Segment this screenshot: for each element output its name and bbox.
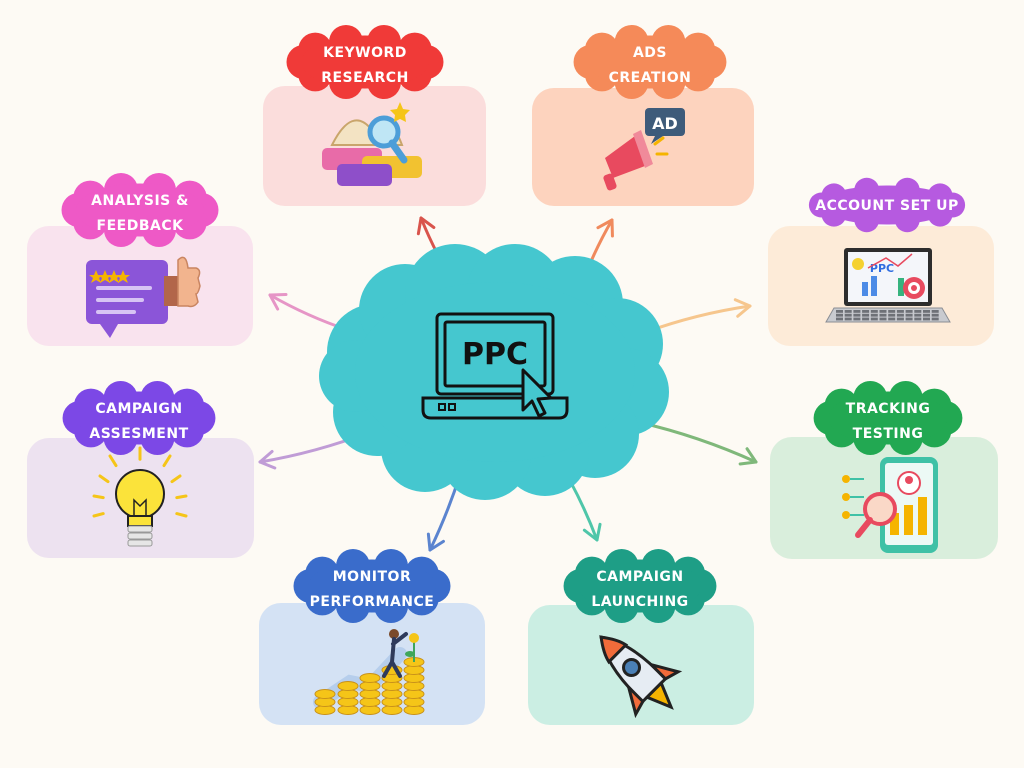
rocket-icon: [599, 635, 683, 719]
account-set-up-arrow: [644, 298, 752, 334]
campaign-assesment-label-line: CAMPAIGN: [95, 401, 182, 417]
analysis-feedback-label-bubble: [61, 172, 219, 248]
analysis-feedback-label-line: ANALYSIS &: [91, 193, 189, 209]
coins-growth-icon: [313, 629, 425, 715]
monitor-performance-label-bubble: [293, 548, 451, 624]
campaign-launching-label-line: LAUNCHING: [591, 594, 688, 610]
book-magnifier-icon: [322, 102, 422, 186]
campaign-assesment-label-bubble: [62, 380, 216, 456]
megaphone-ad-icon: AD: [603, 108, 685, 191]
analysis-feedback-label-line: FEEDBACK: [97, 218, 185, 234]
campaign-launching-label-line: CAMPAIGN: [596, 569, 683, 585]
tracking-testing-label-line: TRACKING: [846, 401, 931, 417]
review-thumbs-up-icon: [86, 256, 201, 338]
ads-creation-label-line: CREATION: [609, 70, 692, 86]
account-set-up-label-bubble: [808, 177, 966, 233]
tracking-testing-label-bubble: [813, 380, 963, 456]
keyword-research-label-line: RESEARCH: [321, 70, 409, 86]
campaign-launching-label-bubble: [563, 548, 717, 624]
laptop-ppc-text: PPC: [870, 262, 894, 275]
monitor-performance-label-line: PERFORMANCE: [310, 594, 435, 610]
phone-analytics-icon: [842, 457, 938, 553]
ads-creation-label-line: ADS: [633, 45, 667, 61]
keyword-research-label-bubble: [286, 24, 444, 100]
account-set-up-label-line: ACCOUNT SET UP: [815, 198, 959, 214]
center-ppc-cloud: [319, 244, 669, 500]
tracking-testing-label-line: TESTING: [853, 426, 924, 442]
monitor-performance-label-line: MONITOR: [333, 569, 412, 585]
laptop-cursor-icon: PPC: [421, 312, 569, 420]
ads-creation-label-bubble: [573, 24, 727, 100]
lightbulb-icon: [92, 446, 188, 547]
center-label: PPC: [462, 337, 528, 372]
keyword-research-label-line: KEYWORD: [323, 45, 407, 61]
tracking-testing-arrow: [636, 420, 758, 466]
campaign-assesment-label-line: ASSESMENT: [89, 426, 188, 442]
ad-badge-text: AD: [652, 114, 678, 133]
laptop-ppc-icon: PPC: [825, 248, 951, 323]
